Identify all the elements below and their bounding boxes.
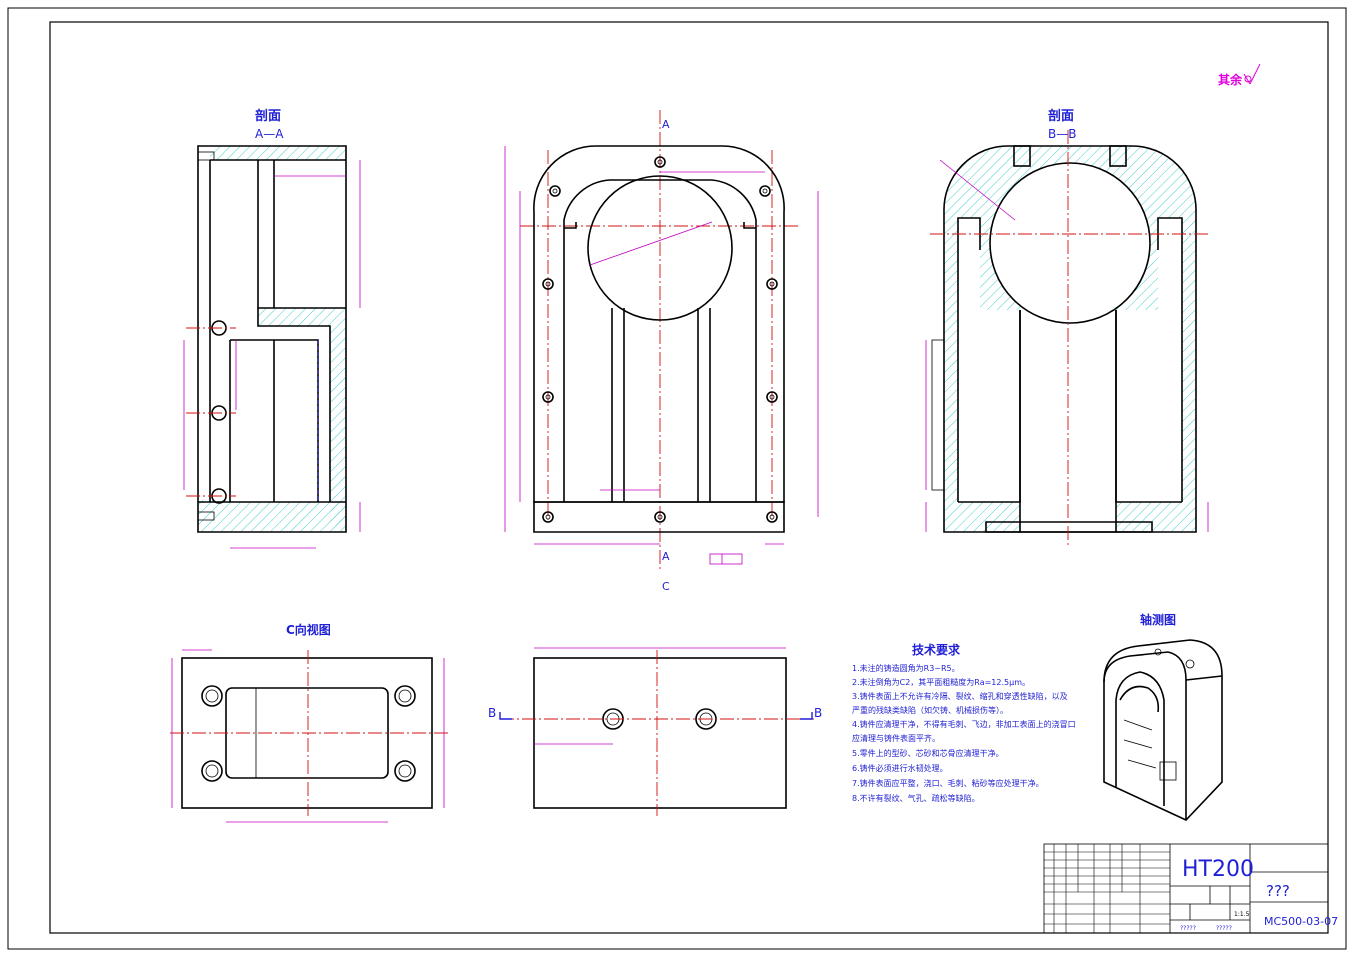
view-c: C向视图 — [170, 622, 450, 823]
tech-item-3: 3.铸件表面上不允许有冷隔、裂纹、缩孔和穿透性缺陷，以及 — [852, 691, 1068, 701]
tech-item-4: 严重的残缺类缺陷（如欠铸、机械损伤等）。 — [852, 705, 1008, 715]
front-cut-mark-bottom: A — [662, 550, 670, 563]
front-cut-mark-top: A — [662, 118, 670, 131]
section-aa-view: 剖面 A—A — [183, 108, 361, 549]
tb-drawing-no: MC500-03-07 — [1264, 915, 1338, 928]
tech-item-7: 5.零件上的型砂、芯砂和芯骨应清理干净。 — [852, 748, 1004, 758]
tech-item-10: 8.不许有裂纹、气孔、疏松等缺陷。 — [852, 793, 980, 803]
inner-border — [49, 21, 1329, 934]
tb-material: HT200 — [1182, 857, 1254, 882]
isometric-view: 轴测图 — [1103, 612, 1223, 821]
tech-item-2: 2.未注倒角为C2，其平面粗糙度为Ra=12.5μm。 — [852, 677, 1030, 687]
tech-title: 技术要求 — [912, 642, 961, 657]
front-view-arrow-label: C — [662, 580, 670, 593]
tech-item-6: 应清理与铸件表面平齐。 — [852, 733, 940, 743]
roughness-note: 其余 — [1218, 72, 1243, 87]
section-bb-subtitle: B—B — [1048, 127, 1076, 141]
tb-sign-right: ????? — [1216, 925, 1232, 932]
tech-item-8: 6.铸件必须进行水韧处理。 — [852, 763, 948, 773]
outer-border — [7, 7, 1347, 950]
roughness-symbol-icon — [1243, 63, 1261, 85]
title-grid — [1044, 844, 1170, 933]
tech-requirements: 技术要求 1.未注的铸造圆角为R3~R5。 2.未注倒角为C2，其平面粗糙度为R… — [852, 642, 1076, 803]
bottom-mark-right: B — [814, 706, 822, 720]
tb-sign-left: ????? — [1180, 925, 1196, 932]
flatness-frame — [709, 553, 743, 565]
view-c-title: C向视图 — [286, 622, 331, 637]
title-block: HT200 ??? 1:1.5 MC500-03-07 ????? ????? — [1043, 843, 1338, 934]
tech-item-5: 4.铸件应清理干净，不得有毛刺、飞边，非加工表面上的浇冒口 — [852, 719, 1076, 729]
tech-item-1: 1.未注的铸造圆角为R3~R5。 — [852, 663, 960, 673]
tb-part-name: ??? — [1266, 882, 1290, 900]
iso-title: 轴测图 — [1140, 612, 1176, 627]
tb-scale: 1:1.5 — [1234, 911, 1250, 918]
section-bb-title: 剖面 — [1048, 108, 1074, 124]
section-aa-subtitle: A—A — [255, 127, 284, 141]
bottom-mark-left: B — [488, 706, 496, 720]
front-bolt-holes — [542, 156, 778, 523]
section-bb-view: 剖面 B—B — [925, 108, 1209, 548]
tech-item-9: 7.铸件表面应平整，浇口、毛刺、粘砂等应处理干净。 — [852, 778, 1044, 788]
bottom-middle-view: B B — [488, 647, 822, 816]
section-aa-title: 剖面 — [255, 108, 281, 124]
front-view: A A C — [504, 110, 819, 593]
